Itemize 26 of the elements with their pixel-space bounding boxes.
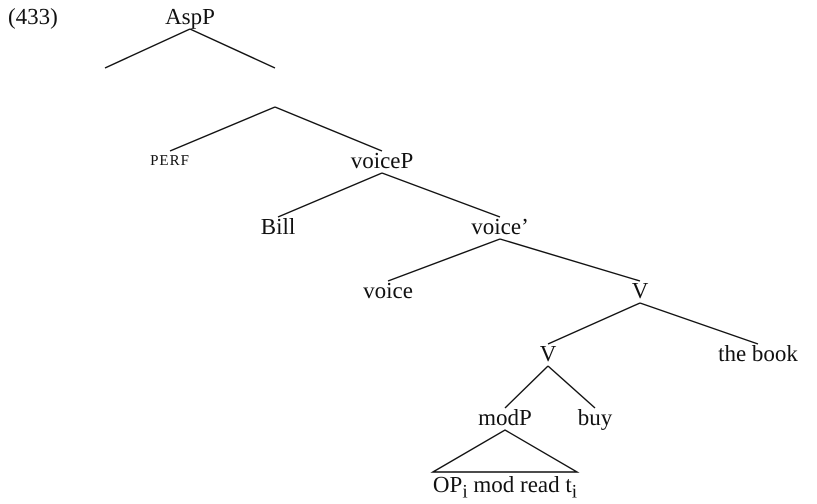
- branch-line: [504, 366, 548, 408]
- branch-line: [170, 106, 276, 152]
- branch-line: [640, 302, 758, 345]
- branch-line: [388, 238, 500, 282]
- category-label: AspP: [165, 4, 215, 30]
- category-label: modP: [478, 405, 532, 431]
- category-label: voiceP: [350, 148, 414, 174]
- roof-triangle: [430, 429, 580, 473]
- branch-line: [548, 302, 640, 345]
- terminal-string: OP$_{i}$ mod read t$_{i}$: [432, 472, 578, 504]
- word-label: the book: [718, 341, 798, 367]
- word-label: voice: [363, 278, 413, 304]
- branch-line: [548, 365, 596, 409]
- word-label: Bill: [260, 214, 296, 240]
- branch-line: [274, 106, 382, 152]
- feature-label: PERF: [150, 148, 190, 174]
- word-label: buy: [578, 405, 612, 431]
- branch-line: [190, 28, 276, 69]
- branch-line: [278, 172, 382, 218]
- category-label: voice’: [471, 214, 529, 240]
- branch-line: [500, 238, 640, 282]
- category-label: V: [632, 278, 648, 304]
- example-number: (433): [8, 4, 58, 30]
- branch-line: [382, 172, 500, 218]
- branch-line: [104, 28, 190, 69]
- category-label: V: [540, 341, 556, 367]
